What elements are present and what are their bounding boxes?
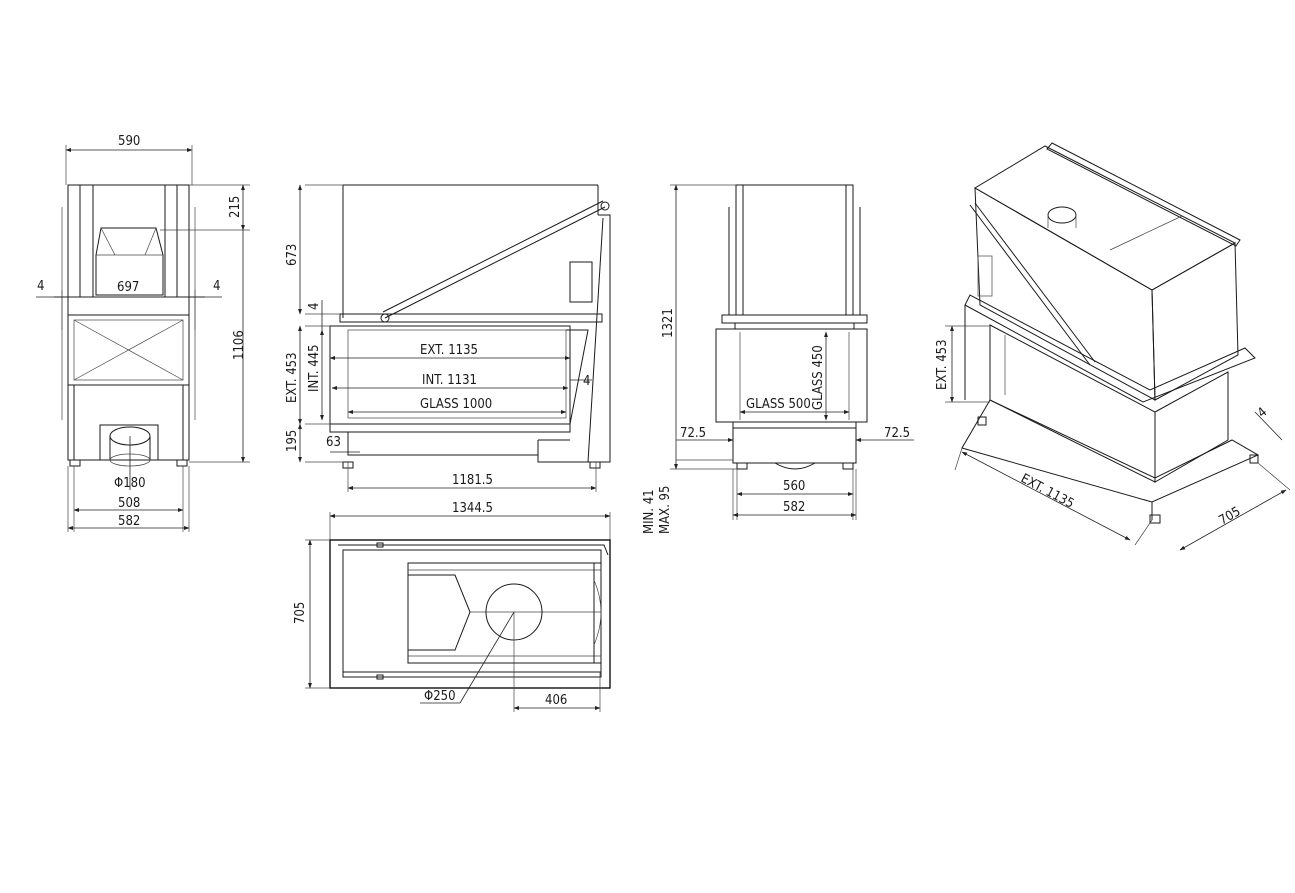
top-view-dimensions: 705 Φ250 406 — [293, 539, 601, 712]
dim-glass-450: GLASS 450 — [811, 345, 826, 410]
end-view — [715, 184, 868, 470]
dim-508: 508 — [118, 496, 140, 511]
side-view-dimensions: 673 4 EXT. 453 INT. 445 195 EXT. 1135 IN… — [285, 184, 611, 540]
dim-72-5-right: 72.5 — [884, 426, 910, 441]
dim-min-41: MIN. 41 — [642, 489, 657, 534]
dim-195: 195 — [285, 430, 300, 452]
dim-flue-250: Φ250 — [424, 689, 456, 704]
dim-1106: 1106 — [232, 330, 247, 360]
dim-4-right: 4 — [213, 279, 220, 294]
dim-right-4: 4 — [583, 374, 590, 389]
dim-697: 697 — [117, 280, 139, 295]
isometric-view-dimensions: EXT. 453 EXT. 1135 705 4 — [935, 325, 1291, 551]
dim-705-top: 705 — [293, 602, 308, 624]
dim-4-left: 4 — [37, 279, 44, 294]
dim-glass-500: GLASS 500 — [746, 397, 811, 412]
dim-1181-5: 1181.5 — [452, 473, 493, 488]
dim-ext-453: EXT. 453 — [285, 352, 300, 403]
dim-673: 673 — [285, 244, 300, 266]
front-view — [54, 184, 205, 467]
dim-582: 582 — [118, 514, 140, 529]
iso-dim-ext-1135: EXT. 1135 — [1018, 471, 1076, 511]
dim-1321: 1321 — [661, 308, 676, 338]
side-view — [329, 184, 611, 469]
dim-63: 63 — [326, 435, 341, 450]
dim-flue-180: Φ180 — [114, 476, 146, 491]
dim-int-1131: INT. 1131 — [422, 373, 477, 388]
dim-72-5-left: 72.5 — [680, 426, 706, 441]
dim-ext-1135: EXT. 1135 — [420, 343, 478, 358]
iso-dim-ext-453: EXT. 453 — [935, 339, 950, 390]
dim-582-end: 582 — [783, 500, 805, 515]
iso-dim-705: 705 — [1217, 504, 1244, 528]
dim-int-445: INT. 445 — [307, 344, 322, 392]
dim-glass-1000: GLASS 1000 — [420, 397, 492, 412]
isometric-view — [961, 142, 1260, 524]
dim-215: 215 — [228, 196, 243, 218]
top-view — [329, 539, 611, 689]
dim-590: 590 — [118, 134, 140, 149]
dim-560: 560 — [783, 479, 805, 494]
front-view-dimensions: 590 215 697 4 4 1106 Φ180 508 582 — [36, 134, 250, 532]
dim-gap-4: 4 — [307, 303, 322, 310]
dim-406: 406 — [545, 693, 567, 708]
end-view-dimensions: 1321 GLASS 450 GLASS 500 72.5 72.5 MIN. … — [642, 184, 914, 534]
dim-max-95: MAX. 95 — [658, 486, 673, 534]
iso-dim-4: 4 — [1255, 405, 1270, 421]
dim-1344-5: 1344.5 — [452, 501, 493, 516]
